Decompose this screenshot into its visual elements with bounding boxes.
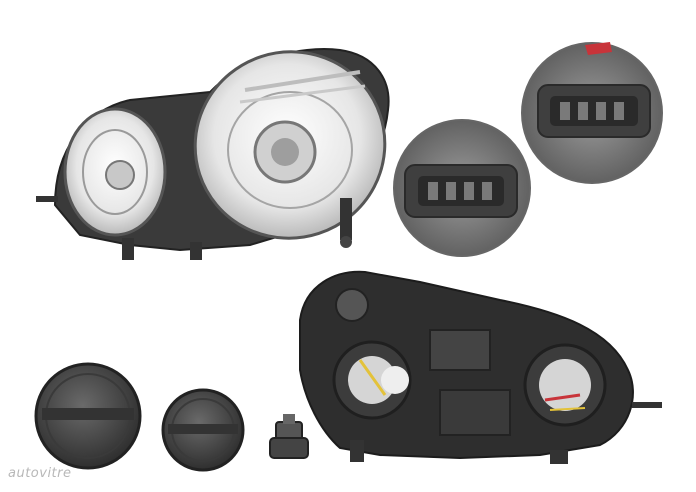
connector-detail-2 (521, 42, 663, 184)
dust-cap-large (34, 362, 142, 470)
connector-detail-1 (393, 119, 531, 257)
headlight-front-assembly (36, 48, 390, 260)
headlight-rear-housing (299, 270, 662, 464)
watermark: autovitre (8, 466, 72, 481)
dust-cap-small (161, 388, 245, 472)
bulb-socket (269, 414, 309, 459)
